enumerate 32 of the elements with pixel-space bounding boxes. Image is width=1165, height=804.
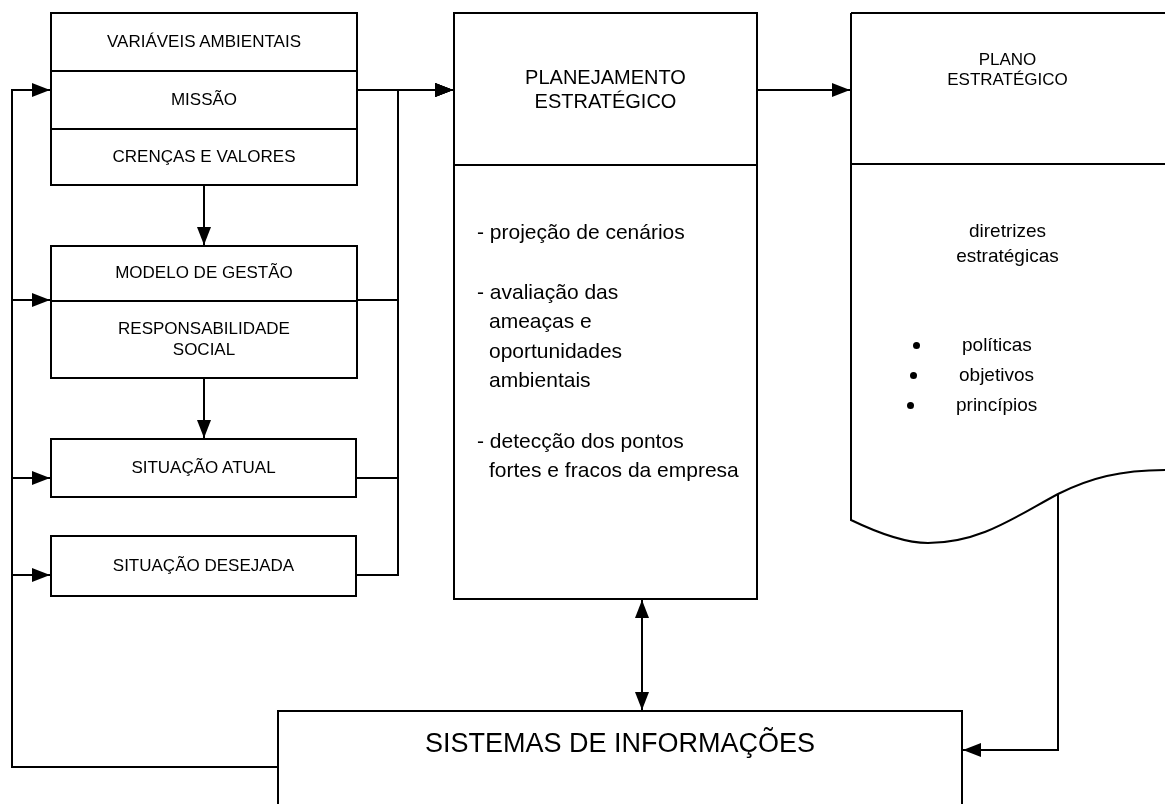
bullet-text: - avaliação das ameaças e oportunidades ambientais <box>476 279 624 394</box>
box-label: MISSÃO <box>170 89 238 111</box>
process-box <box>453 12 758 600</box>
arrow <box>635 599 649 711</box>
body-text: diretrizes estratégicas <box>955 219 1060 268</box>
arrow <box>962 493 1059 757</box>
box-cell <box>50 300 358 379</box>
list-item: objetivos <box>959 364 1034 386</box>
box-label: VARIÁVEIS AMBIENTAIS <box>107 31 301 53</box>
box-title: PLANO ESTRATÉGICO <box>946 50 1069 91</box>
box-label: RESPONSABILIDADE SOCIAL <box>117 319 291 360</box>
box-label: SITUAÇÃO DESEJADA <box>112 555 295 577</box>
arrow <box>757 83 851 97</box>
box-cell <box>50 70 358 130</box>
process-box <box>50 438 357 498</box>
list-item: princípios <box>956 394 1038 416</box>
arrow <box>356 83 454 576</box>
box-title: PLANEJAMENTO ESTRATÉGICO <box>524 65 687 113</box>
bullet-text: - detecção dos pontos fortes e fracos da empresa <box>476 428 739 484</box>
bullet-text: - projeção de cenários <box>476 219 686 245</box>
box-label: SITUAÇÃO ATUAL <box>131 457 276 479</box>
arrow <box>197 185 211 246</box>
box-title: SISTEMAS DE INFORMAÇÕES <box>423 728 817 759</box>
list-item: políticas <box>962 334 1032 356</box>
box-label: CRENÇAS E VALORES <box>112 146 296 168</box>
process-box <box>277 710 963 804</box>
process-box <box>50 535 357 597</box>
box-cell <box>50 12 358 72</box>
box-cell <box>50 128 358 186</box>
box-cell <box>50 245 358 302</box>
arrow <box>197 378 211 439</box>
box-label: MODELO DE GESTÃO <box>115 263 293 284</box>
